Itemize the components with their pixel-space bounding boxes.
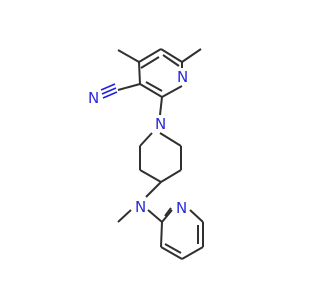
bond	[161, 85, 183, 98]
methyl-bond	[181, 48, 202, 63]
bond	[139, 132, 153, 147]
molecule-structure: N N N N N	[88, 48, 204, 260]
pyridine-nitrogen-label: N	[177, 68, 188, 86]
bond	[160, 246, 183, 260]
bond	[161, 209, 173, 223]
bond	[159, 132, 182, 147]
bond	[139, 83, 163, 98]
bond	[160, 169, 182, 183]
bond	[117, 83, 141, 91]
bond	[138, 48, 162, 63]
nitrile-triple-bond	[101, 87, 117, 95]
nitrile-nitrogen-label: N	[88, 89, 99, 107]
methyl-bond	[117, 209, 132, 223]
bond-double-inner	[164, 243, 182, 254]
bond-lines	[100, 48, 204, 260]
nitrile-triple-bond	[102, 91, 118, 99]
pyridyl-nitrogen-label: N	[176, 199, 187, 217]
methyl-bond	[117, 49, 140, 63]
amine-nitrogen-label: N	[135, 198, 146, 216]
bond-double-inner	[162, 54, 180, 67]
bond	[160, 48, 183, 63]
bond-double-inner	[145, 81, 163, 92]
piperidine-nitrogen-label: N	[155, 115, 166, 133]
bond	[160, 221, 163, 248]
bond	[147, 209, 163, 223]
bond-double-inner	[164, 207, 172, 217]
chemical-structure-canvas: N N N N N	[88, 48, 204, 260]
bond	[145, 181, 162, 198]
bond	[139, 169, 162, 183]
bond	[181, 246, 204, 260]
bond	[159, 96, 163, 116]
atom-labels: N N N N N	[88, 68, 188, 217]
bond	[138, 61, 141, 85]
bond-double-inner	[140, 56, 160, 69]
bond	[189, 209, 204, 223]
nitrile-triple-bond	[100, 83, 116, 91]
